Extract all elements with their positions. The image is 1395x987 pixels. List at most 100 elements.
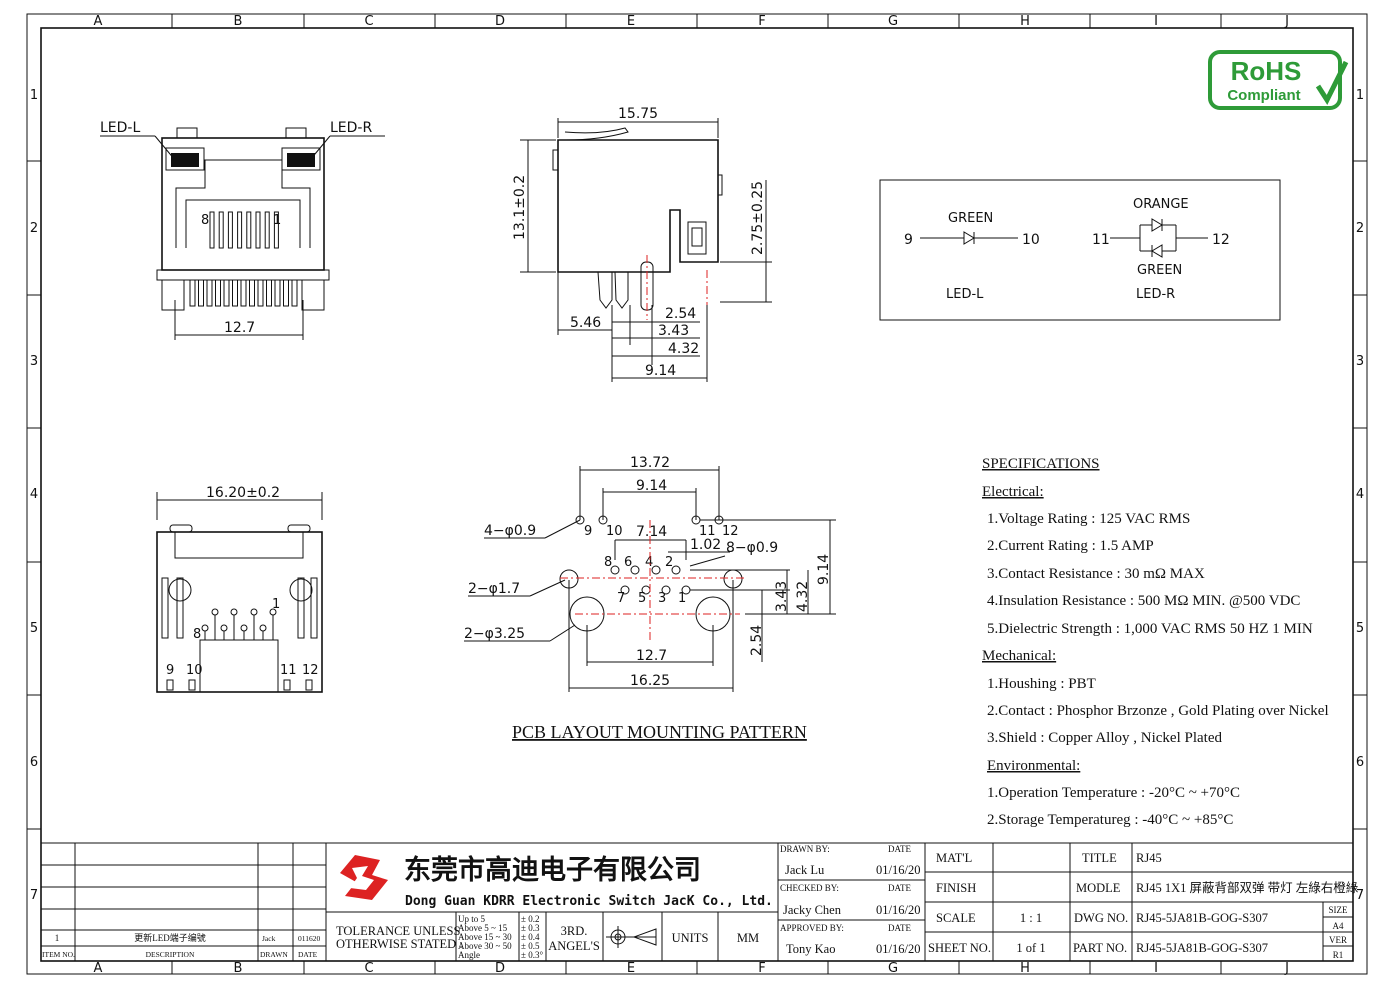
row-label-left: 4	[30, 487, 38, 502]
bottom-width-dim: 16.20±0.2	[206, 485, 280, 501]
units-label: UNITS	[672, 931, 709, 945]
pin-pad	[230, 608, 238, 616]
row-label-left: 3	[30, 354, 38, 369]
tol-r5: Angle	[458, 950, 480, 960]
model-value: RJ45 1X1 屏蔽背部双弹 带灯 左綠右橙綠	[1136, 880, 1359, 895]
checked-by-label: CHECKED BY:	[780, 883, 839, 893]
pcb-hole-17-label: 2−φ1.7	[468, 581, 520, 597]
solder-leg	[198, 279, 204, 307]
approved-by-label: APPROVED BY:	[780, 923, 844, 933]
pin-pad	[211, 608, 219, 616]
tol-v3: ± 0.4	[521, 932, 540, 942]
pcb-pin-label: 2	[665, 555, 673, 570]
pin-pad	[259, 624, 267, 632]
pcb-pin-label: 3	[658, 591, 666, 606]
dwg-value: RJ45-5JA81B-GOG-S307	[1136, 911, 1268, 925]
pcb-hole-contact	[620, 585, 630, 595]
row-label-right: 6	[1356, 755, 1364, 770]
pcb-pin-label: 7	[617, 591, 625, 606]
pcb-hole-4-label: 4−φ0.9	[484, 523, 536, 539]
led-right-label: LED-R	[330, 120, 372, 136]
h-item: ITEM NO.	[42, 950, 75, 959]
col-label-top: H	[1020, 14, 1030, 29]
tol-r2: Above 5 ~ 15	[458, 923, 508, 933]
contact-pin	[227, 211, 233, 249]
pcb-hole-contact	[610, 565, 620, 575]
scale-label: SCALE	[936, 911, 976, 925]
pcb-dim-432: 4.32	[795, 581, 811, 612]
check-icon	[1315, 60, 1349, 106]
solder-leg	[223, 279, 230, 307]
rev-date: 011620	[298, 934, 320, 943]
pin-pad	[250, 608, 258, 616]
solder-leg	[232, 279, 238, 307]
row-label-right: 7	[1356, 888, 1364, 903]
col-label-top: I	[1154, 14, 1158, 29]
pin-pad	[201, 624, 209, 632]
sheet-label: SHEET NO.	[928, 941, 991, 955]
rev-desc: 更新LED端子编號	[134, 932, 206, 943]
bottom-pin-8: 8	[193, 627, 201, 642]
pcb-hole-contact	[630, 565, 640, 575]
h-desc: DESCRIPTION	[146, 950, 195, 959]
finish-label: FINISH	[936, 881, 976, 895]
frame-grid-marks	[27, 14, 1367, 974]
pcb-dim-102: 1.02	[690, 537, 721, 553]
tol-line1: TOLERANCE UNLESS	[336, 924, 460, 938]
rev-drawn: Jack	[262, 934, 276, 943]
pcb-hole-led	[575, 515, 585, 525]
date-head-1: DATE	[888, 844, 911, 854]
led-r-pin-b: 12	[1212, 232, 1230, 248]
pcb-led-pin-label: 11	[699, 524, 716, 539]
spec-e1: 1.Voltage Rating : 125 VAC RMS	[987, 511, 1190, 527]
side-view: 15.75 13.1±0.2 2.75±0.25 5.46 2.54 3.43 …	[512, 106, 772, 382]
col-label-top: D	[495, 14, 505, 29]
bottom-pin-9: 9	[166, 663, 174, 678]
solder-leg	[291, 279, 298, 307]
date-head-3: DATE	[888, 923, 911, 933]
ver-value: R1	[1333, 950, 1344, 960]
pcb-hole-contact	[671, 565, 681, 575]
scale-value: 1 : 1	[1020, 911, 1042, 925]
col-label-bottom: I	[1154, 961, 1158, 976]
pin-pad	[220, 624, 228, 632]
row-label-left: 7	[30, 888, 38, 903]
col-label-bottom: H	[1020, 961, 1030, 976]
size-label: SIZE	[1329, 905, 1349, 915]
row-label-left: 5	[30, 621, 38, 636]
spec-e2: 2.Current Rating : 1.5 AMP	[987, 538, 1154, 554]
pcb-pin-label: 8	[604, 555, 612, 570]
led-r-pin-a: 11	[1092, 232, 1110, 248]
row-label-right: 4	[1356, 487, 1364, 502]
bottom-pins	[201, 608, 277, 640]
tol-v2: ± 0.3	[521, 923, 540, 933]
rohs-logo: RoHS Compliant	[1208, 50, 1349, 110]
solder-leg	[215, 279, 221, 307]
front-legs	[189, 279, 298, 307]
projection-symbol-icon	[606, 926, 657, 948]
col-label-top: C	[364, 14, 373, 29]
units-value: MM	[737, 931, 759, 945]
spec-m2: 2.Contact : Phosphor Brzonze , Gold Plat…	[987, 703, 1329, 719]
drawn-date: 01/16/20	[876, 863, 920, 877]
pcb-layout-title: PCB LAYOUT MOUNTING PATTERN	[512, 722, 807, 742]
model-label: MODLE	[1076, 881, 1121, 895]
row-label-left: 6	[30, 755, 38, 770]
front-pin-1: 1	[273, 213, 281, 228]
rohs-text: RoHS	[1231, 56, 1302, 86]
drawn-by-label: DRAWN BY:	[780, 844, 830, 854]
row-label-right: 1	[1356, 88, 1364, 103]
front-width-dim: 12.7	[224, 320, 255, 336]
contact-pin	[209, 211, 215, 249]
col-label-bottom: C	[364, 961, 373, 976]
col-label-top: B	[234, 14, 243, 29]
spec-v2: 2.Storage Temperatureg : -40°C ~ +85°C	[987, 812, 1233, 828]
pcb-dim-1372: 13.72	[630, 455, 670, 471]
checked-date: 01/16/20	[876, 903, 920, 917]
led-l-color: GREEN	[948, 211, 993, 226]
bottom-pin-10: 10	[186, 663, 203, 678]
front-pin-8: 8	[201, 213, 209, 228]
rev-no: 1	[55, 933, 60, 943]
